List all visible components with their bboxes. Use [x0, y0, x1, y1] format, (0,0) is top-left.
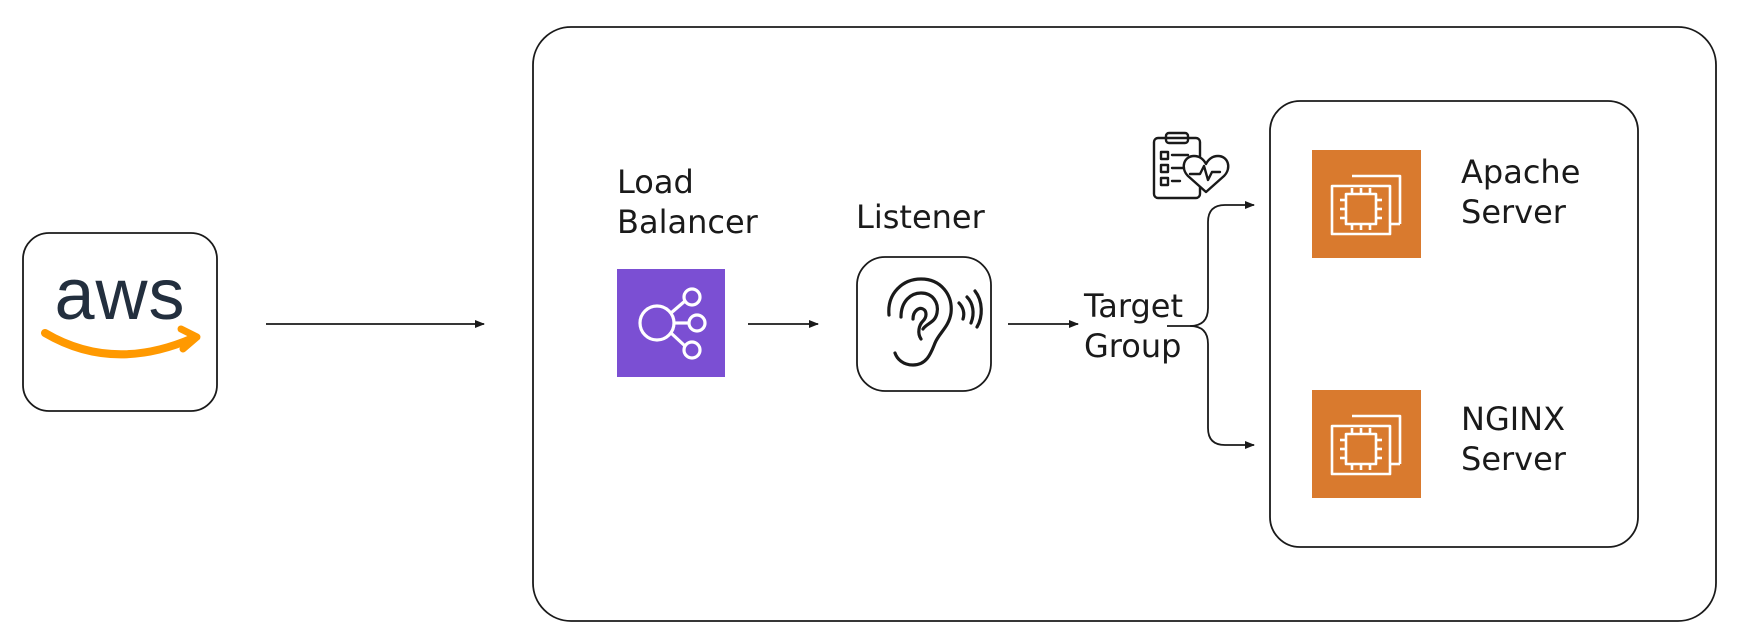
apache-server-node[interactable] [1312, 150, 1421, 258]
server-group-box [1269, 100, 1639, 548]
branch-connector [1167, 201, 1255, 327]
target-group-label-line1: Target [1084, 287, 1183, 325]
listener-box [856, 256, 992, 392]
nginx-server-label-line1: NGINX [1461, 400, 1566, 438]
target-group-label-line2: Group [1084, 327, 1182, 365]
load-balancer-label-line2: Balancer [617, 203, 758, 241]
nginx-server-label-line2: Server [1461, 440, 1566, 478]
aws-logo: aws [23, 233, 217, 411]
aws-logo-text: aws [54, 255, 185, 335]
load-balancer-node[interactable] [617, 269, 725, 377]
branch-connector-lower [1189, 325, 1255, 449]
health-check-clipboard-icon [1150, 130, 1230, 202]
aws-logo-box [22, 232, 218, 412]
apache-server-label-line2: Server [1461, 193, 1566, 231]
ec2-instance-icon [1330, 174, 1402, 236]
listener-label: Listener [856, 198, 985, 236]
aws-logo-mark: aws [41, 255, 201, 359]
elastic-load-balancing-icon [638, 287, 707, 360]
nginx-server-node[interactable] [1312, 390, 1421, 498]
ear-icon [887, 277, 983, 367]
aws-smile-icon [41, 329, 197, 359]
load-balancer-label-line1: Load [617, 163, 694, 201]
apache-server-label-line1: Apache [1461, 153, 1581, 191]
ec2-instance-icon [1330, 414, 1402, 476]
listener-node[interactable] [857, 257, 991, 391]
outer-region-box [532, 26, 1717, 622]
